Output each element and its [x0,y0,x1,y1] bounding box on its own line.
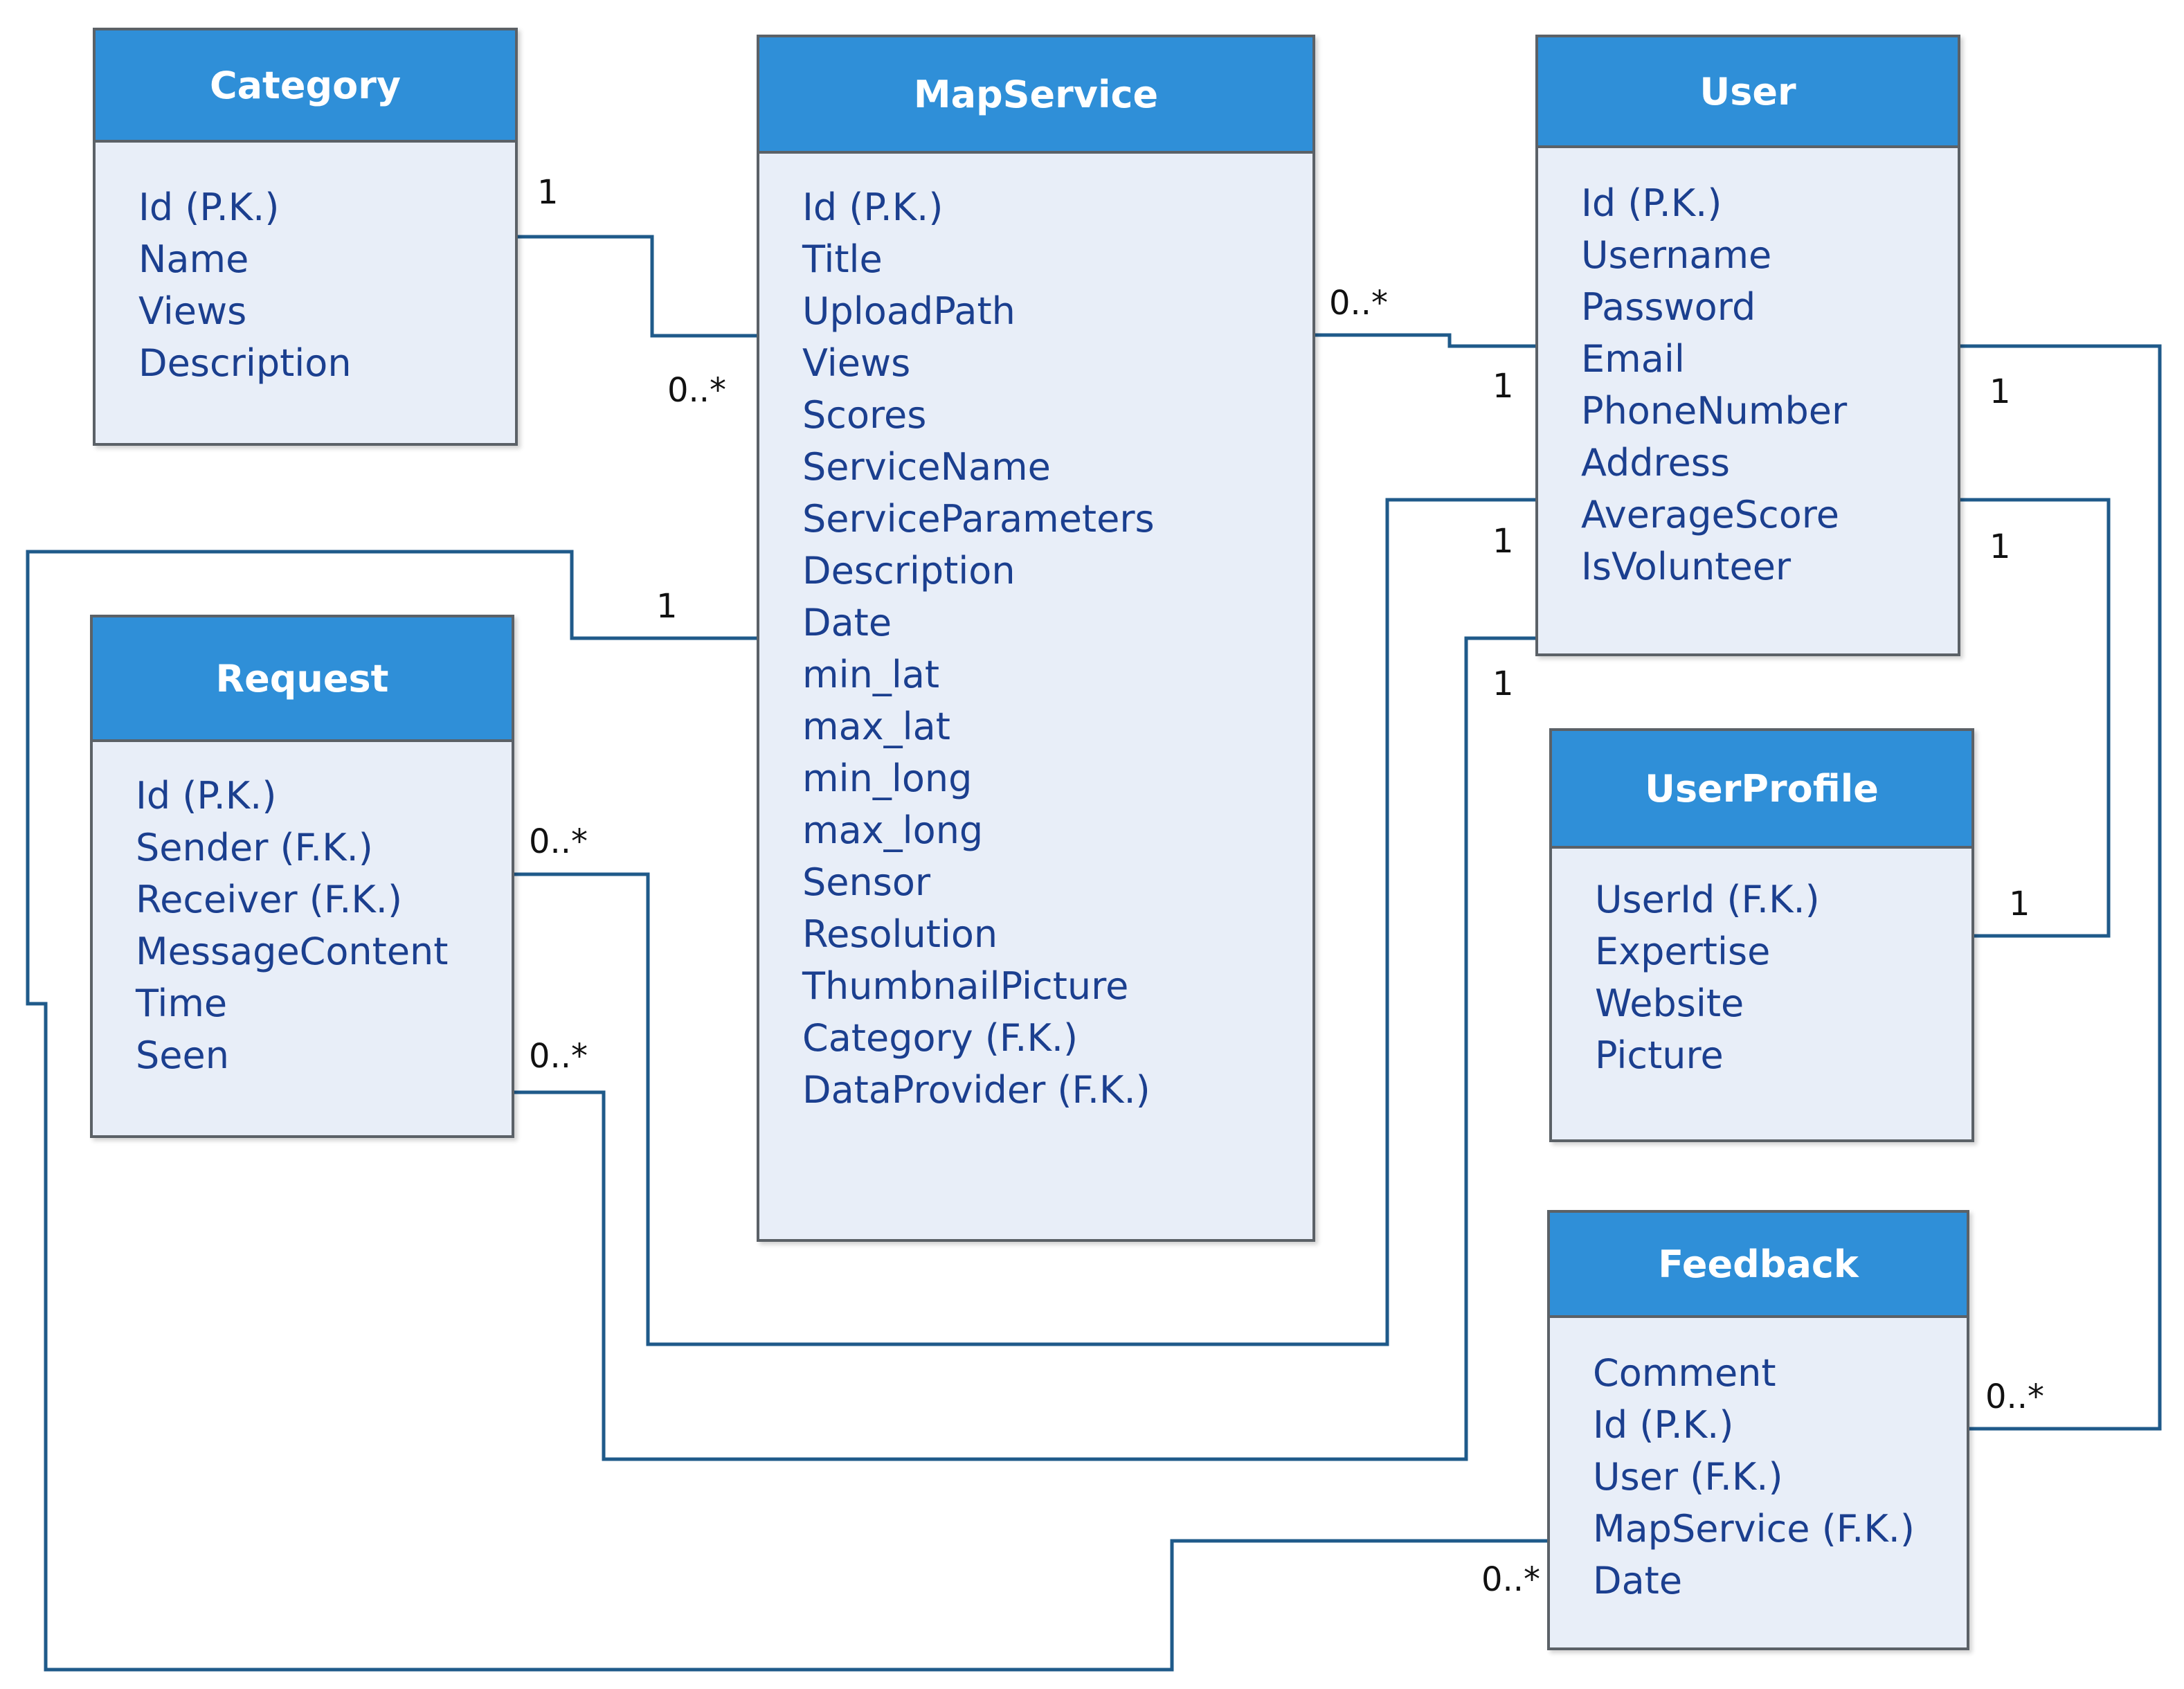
field-min-long: min_long [802,757,973,800]
field-scores: Scores [802,393,927,437]
field-receiver-fk: Receiver (F.K.) [136,878,403,921]
multiplicity-user-one-to-mapservice: 1 [1492,367,1514,406]
multiplicity-feedback-many-user: 0..* [1985,1378,2045,1416]
field-title: Title [802,237,883,281]
field-list: Id (P.K.) Title UploadPath Views Scores … [759,154,1312,1116]
field-description: Description [138,341,352,385]
field-id: Id (P.K.) [1581,181,1722,225]
multiplicity-user-one-to-userprofile: 1 [1989,527,2011,566]
multiplicity-request-many-receiver: 0..* [529,822,588,861]
field-website: Website [1595,982,1744,1025]
field-dataprovider-fk: DataProvider (F.K.) [802,1068,1150,1112]
field-id: Id (P.K.) [138,186,280,229]
field-averagescore: AverageScore [1581,493,1839,536]
entity-user[interactable]: User Id (P.K.) Username Password Email P… [1535,35,1960,656]
field-date: Date [1593,1559,1683,1602]
multiplicity-category-one: 1 [537,173,559,212]
entity-request[interactable]: Request Id (P.K.) Sender (F.K.) Receiver… [90,615,514,1138]
entity-title: MapService [913,72,1159,116]
connector-request-user-sender [514,636,1535,1461]
entity-category[interactable]: Category Id (P.K.) Name Views Descriptio… [93,28,518,446]
field-comment: Comment [1593,1351,1776,1395]
field-isvolunteer: IsVolunteer [1581,545,1792,588]
field-user-fk: User (F.K.) [1593,1455,1783,1499]
field-userid-fk: UserId (F.K.) [1595,878,1820,921]
multiplicity-userprofile-one: 1 [2009,885,2030,923]
entity-feedback[interactable]: Feedback Comment Id (P.K.) User (F.K.) M… [1547,1210,1969,1650]
connector-user-feedback [1960,344,2162,1431]
entity-userprofile[interactable]: UserProfile UserId (F.K.) Expertise Webs… [1549,728,1974,1142]
field-views: Views [138,289,247,333]
field-resolution: Resolution [802,912,998,956]
entity-title: Request [215,656,389,701]
field-list: Id (P.K.) Sender (F.K.) Receiver (F.K.) … [93,742,512,1081]
connector-request-user-receiver [514,498,1535,1346]
field-servicename: ServiceName [802,445,1051,489]
field-serviceparameters: ServiceParameters [802,497,1155,541]
field-mapservice-fk: MapService (F.K.) [1593,1507,1915,1551]
multiplicity-mapservice-many-from-category: 0..* [667,371,727,410]
field-id: Id (P.K.) [802,186,944,229]
entity-title: Feedback [1658,1242,1859,1286]
field-date: Date [802,601,892,644]
connector-mapservice-feedback [26,550,1549,1672]
field-sender-fk: Sender (F.K.) [136,826,373,869]
field-picture: Picture [1595,1033,1724,1077]
field-views: Views [802,341,911,385]
connector-user-userprofile [1960,498,2111,938]
field-description: Description [802,549,1016,593]
field-category-fk: Category (F.K.) [802,1016,1079,1060]
field-messagecontent: MessageContent [136,930,449,973]
multiplicity-user-one-to-request-sender: 1 [1492,665,1514,703]
field-username: Username [1581,233,1772,277]
field-password: Password [1581,285,1756,329]
multiplicity-user-one-to-feedback: 1 [1989,372,2011,411]
field-id: Id (P.K.) [1593,1403,1734,1447]
connector-mapservice-user [1315,333,1535,348]
field-time: Time [136,982,228,1025]
field-name: Name [138,237,249,281]
field-min-lat: min_lat [802,653,940,696]
multiplicity-mapservice-one-to-feedback: 1 [656,587,678,626]
field-list: Comment Id (P.K.) User (F.K.) MapService… [1550,1318,1967,1607]
entity-title: UserProfile [1645,766,1879,811]
field-list: UserId (F.K.) Expertise Website Picture [1552,849,1971,1081]
field-expertise: Expertise [1595,930,1771,973]
connector-category-mapservice [518,235,757,338]
field-seen: Seen [136,1033,229,1077]
multiplicity-request-many-sender: 0..* [529,1037,588,1076]
multiplicity-feedback-many-mapservice: 0..* [1481,1560,1541,1599]
field-max-long: max_long [802,809,984,852]
field-max-lat: max_lat [802,705,950,748]
entity-title: User [1699,69,1796,114]
field-sensor: Sensor [802,860,931,904]
entity-mapservice[interactable]: MapService Id (P.K.) Title UploadPath Vi… [757,35,1315,1242]
field-uploadpath: UploadPath [802,289,1016,333]
field-address: Address [1581,441,1731,485]
field-email: Email [1581,337,1685,381]
multiplicity-user-one-to-request-receiver: 1 [1492,522,1514,561]
field-id: Id (P.K.) [136,774,277,818]
field-list: Id (P.K.) Name Views Description [96,143,515,389]
entity-title: Category [209,63,401,107]
field-thumbnailpicture: ThumbnailPicture [802,964,1129,1008]
field-phonenumber: PhoneNumber [1581,389,1848,433]
field-list: Id (P.K.) Username Password Email PhoneN… [1538,148,1958,593]
multiplicity-mapservice-many-to-user: 0..* [1329,284,1389,323]
